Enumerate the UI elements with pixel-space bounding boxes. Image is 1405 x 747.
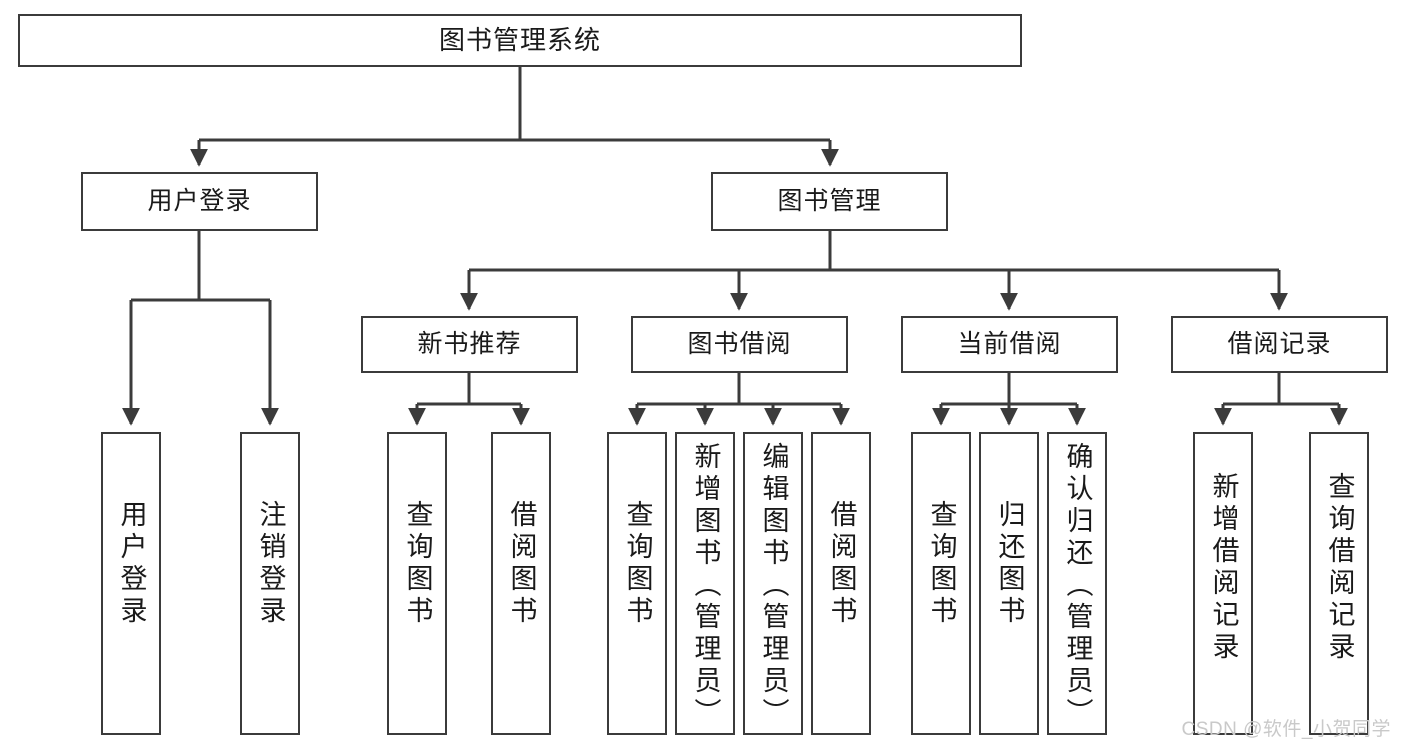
node-label: 注销登录 bbox=[255, 500, 286, 628]
leaf-add-book[interactable]: 新增图书（管理员） bbox=[675, 432, 735, 735]
node-label: 新增图书（管理员） bbox=[690, 442, 721, 730]
leaf-return-book[interactable]: 归还图书 bbox=[979, 432, 1039, 735]
leaf-borrow-book-borrow[interactable]: 借阅图书 bbox=[811, 432, 871, 735]
node-label: 图书管理 bbox=[777, 186, 882, 215]
node-book-borrow[interactable]: 图书借阅 bbox=[631, 316, 848, 373]
leaf-query-book-borrow[interactable]: 查询图书 bbox=[607, 432, 667, 735]
node-label: 图书管理系统 bbox=[438, 25, 601, 56]
node-label: 新增借阅记录 bbox=[1208, 472, 1239, 664]
leaf-user-logout[interactable]: 注销登录 bbox=[240, 432, 300, 735]
node-label: 用户登录 bbox=[147, 186, 252, 215]
node-book-management[interactable]: 图书管理 bbox=[711, 172, 948, 231]
node-label: 借阅图书 bbox=[826, 500, 857, 628]
node-user-login[interactable]: 用户登录 bbox=[81, 172, 318, 231]
leaf-confirm-return[interactable]: 确认归还（管理员） bbox=[1047, 432, 1107, 735]
node-label: 新书推荐 bbox=[417, 329, 522, 358]
node-label: 编辑图书（管理员） bbox=[758, 442, 789, 730]
node-borrow-record[interactable]: 借阅记录 bbox=[1171, 316, 1388, 373]
leaf-borrow-book-recommend[interactable]: 借阅图书 bbox=[491, 432, 551, 735]
node-label: 查询图书 bbox=[926, 500, 957, 628]
node-label: 图书借阅 bbox=[687, 329, 792, 358]
leaf-edit-book[interactable]: 编辑图书（管理员） bbox=[743, 432, 803, 735]
node-label: 查询借阅记录 bbox=[1324, 472, 1355, 664]
node-label: 查询图书 bbox=[402, 500, 433, 628]
node-new-book-recommend[interactable]: 新书推荐 bbox=[361, 316, 578, 373]
node-current-borrow[interactable]: 当前借阅 bbox=[901, 316, 1118, 373]
node-label: 借阅记录 bbox=[1227, 329, 1332, 358]
leaf-add-borrow-record[interactable]: 新增借阅记录 bbox=[1193, 432, 1253, 735]
node-label: 当前借阅 bbox=[957, 329, 1062, 358]
leaf-user-login[interactable]: 用户登录 bbox=[101, 432, 161, 735]
leaf-query-book-current[interactable]: 查询图书 bbox=[911, 432, 971, 735]
node-label: 查询图书 bbox=[622, 500, 653, 628]
node-label: 确认归还（管理员） bbox=[1062, 442, 1093, 730]
node-root-book-management-system[interactable]: 图书管理系统 bbox=[18, 14, 1022, 67]
node-label: 归还图书 bbox=[994, 500, 1025, 628]
node-label: 借阅图书 bbox=[506, 500, 537, 628]
leaf-query-borrow-record[interactable]: 查询借阅记录 bbox=[1309, 432, 1369, 735]
csdn-watermark: CSDN @软件_小贺同学 bbox=[1181, 719, 1391, 740]
node-label: 用户登录 bbox=[116, 500, 147, 628]
leaf-query-book-recommend[interactable]: 查询图书 bbox=[387, 432, 447, 735]
